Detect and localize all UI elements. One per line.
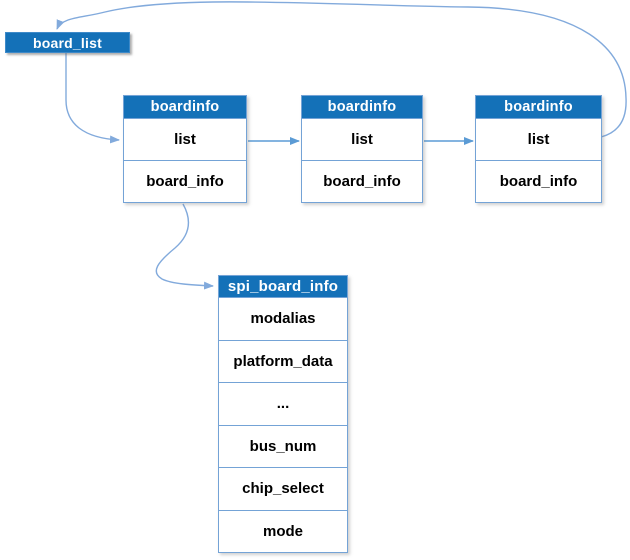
spi-board-info-title: spi_board_info: [219, 276, 347, 297]
boardinfo-node-3-title: boardinfo: [476, 96, 601, 118]
boardinfo-node-3-field-list: list: [476, 117, 601, 160]
board-list-node: board_list: [5, 32, 130, 53]
spi-board-info-node: spi_board_info modalias platform_data ..…: [218, 275, 348, 553]
boardinfo-node-2-field-list: list: [302, 117, 422, 160]
boardinfo-node-2-title: boardinfo: [302, 96, 422, 118]
spi-field-modalias: modalias: [219, 297, 347, 340]
boardinfo-node-1-field-list: list: [124, 117, 246, 160]
spi-field-ellipsis: ...: [219, 382, 347, 425]
boardinfo-node-2: boardinfo list board_info: [301, 95, 423, 203]
connector-node1-to-spi: [155, 203, 214, 290]
spi-field-platform-data: platform_data: [219, 339, 347, 382]
spi-field-mode: mode: [219, 509, 347, 552]
boardinfo-node-1: boardinfo list board_info: [123, 95, 247, 203]
boardinfo-node-2-field-board-info: board_info: [302, 159, 422, 202]
boardinfo-node-1-field-board-info: board_info: [124, 159, 246, 202]
boardinfo-node-3-field-board-info: board_info: [476, 159, 601, 202]
spi-field-bus-num: bus_num: [219, 424, 347, 467]
boardinfo-node-1-title: boardinfo: [124, 96, 246, 118]
boardinfo-node-3: boardinfo list board_info: [475, 95, 602, 203]
spi-field-chip-select: chip_select: [219, 467, 347, 510]
connector-board-list-to-node1: [65, 53, 120, 144]
